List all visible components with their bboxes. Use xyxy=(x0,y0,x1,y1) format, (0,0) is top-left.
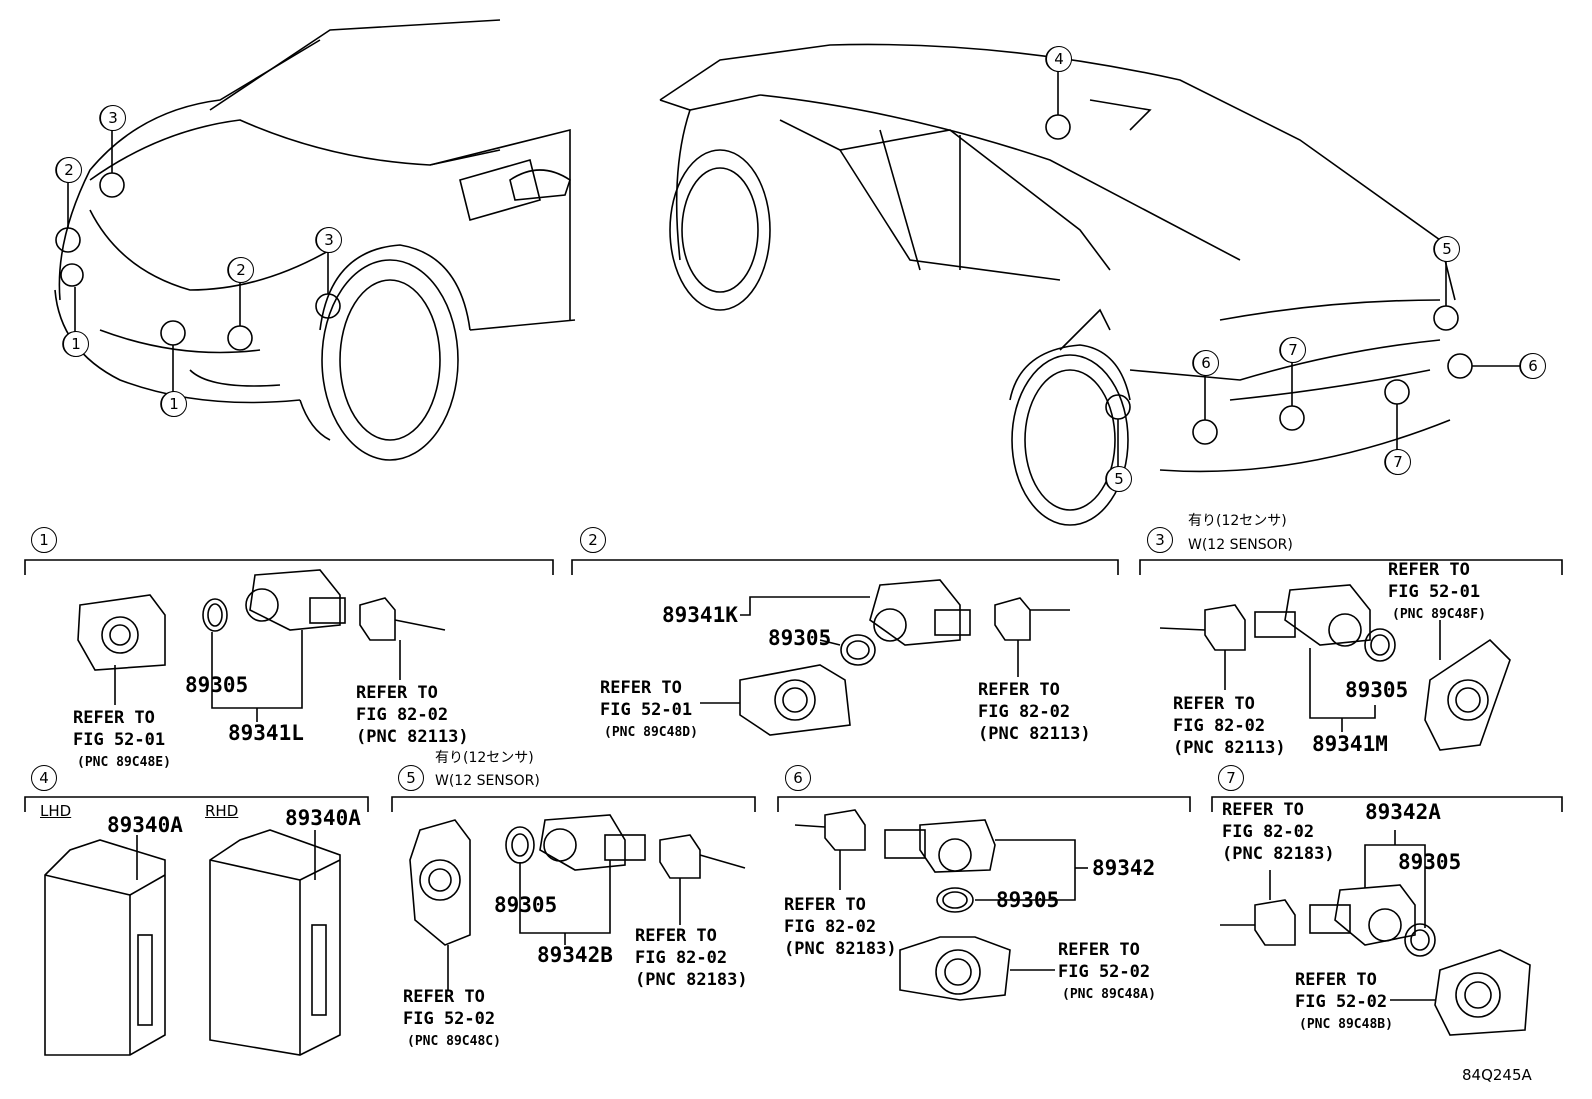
s2-part-89305: 89305 xyxy=(768,626,832,650)
s5-ref-a-1: REFER TO xyxy=(403,987,485,1007)
front-car-drawing xyxy=(54,19,576,461)
s5-ref-a-2: FIG 52-02 xyxy=(403,1009,496,1029)
s5-ref-b-2: FIG 82-02 xyxy=(635,948,728,968)
s7-part-89342a: 89342A xyxy=(1365,800,1441,824)
section-6-number: 6 xyxy=(785,765,811,791)
s4-part-lhd: 89340A xyxy=(107,813,183,837)
s5-parts xyxy=(409,814,746,990)
s6-part-89342: 89342 xyxy=(1092,856,1156,880)
s2-ref-a-2: FIG 52-01 xyxy=(600,700,693,720)
section-brackets xyxy=(24,559,1563,812)
section-7-number: 7 xyxy=(1218,765,1244,791)
section-4-number: 4 xyxy=(31,765,57,791)
s2-part-89341k: 89341K xyxy=(662,603,738,627)
section-5-number: 5 xyxy=(398,765,424,791)
s4-lhd-label: LHD xyxy=(40,802,72,820)
s7-ref-a-1: REFER TO xyxy=(1222,800,1304,820)
s3-part-89305: 89305 xyxy=(1345,678,1409,702)
s4-ecus xyxy=(44,829,341,1056)
s2-ref-a-3: (PNC 89C48D) xyxy=(604,725,698,740)
s5-ref-b-3: (PNC 82183) xyxy=(635,970,748,990)
s3-parts xyxy=(1159,584,1511,751)
s5-note-jp: 有り(12センサ) xyxy=(435,750,534,766)
callout-6a: 6 xyxy=(1193,350,1219,376)
s7-part-89305: 89305 xyxy=(1398,850,1462,874)
s1-ref-a-2: FIG 52-01 xyxy=(73,730,166,750)
s5-part-89342b: 89342B xyxy=(537,943,613,967)
s6-ref-a-2: FIG 82-02 xyxy=(784,917,877,937)
callout-1a: 1 xyxy=(63,331,89,357)
s6-ref-b-2: FIG 52-02 xyxy=(1058,962,1151,982)
s7-ref-a-2: FIG 82-02 xyxy=(1222,822,1315,842)
s3-ref-a-2: FIG 52-01 xyxy=(1388,582,1481,602)
s5-part-89305: 89305 xyxy=(494,893,558,917)
s5-note-en: W(12 SENSOR) xyxy=(435,773,540,789)
s7-ref-b-1: REFER TO xyxy=(1295,970,1377,990)
s7-ref-b-2: FIG 52-02 xyxy=(1295,992,1388,1012)
callout-2a: 2 xyxy=(56,157,82,183)
s7-ref-b-3: (PNC 89C48B) xyxy=(1299,1017,1393,1032)
s1-ref-a-1: REFER TO xyxy=(73,708,155,728)
callout-5a: 5 xyxy=(1434,236,1460,262)
s2-ref-b-2: FIG 82-02 xyxy=(978,702,1071,722)
s6-ref-a-3: (PNC 82183) xyxy=(784,939,897,959)
section-2-number: 2 xyxy=(580,527,606,553)
s3-ref-a-1: REFER TO xyxy=(1388,560,1470,580)
s1-ref-b-3: (PNC 82113) xyxy=(356,727,469,747)
s2-parts xyxy=(700,579,1070,736)
s4-part-rhd: 89340A xyxy=(285,806,361,830)
s1-ref-a-3: (PNC 89C48E) xyxy=(77,755,171,770)
s5-ref-a-3: (PNC 89C48C) xyxy=(407,1034,501,1049)
s6-ref-b-3: (PNC 89C48A) xyxy=(1062,987,1156,1002)
callout-3a: 3 xyxy=(100,105,126,131)
s1-part-89305: 89305 xyxy=(185,673,249,697)
s1-ref-b-1: REFER TO xyxy=(356,683,438,703)
rear-car-drawing xyxy=(659,43,1545,526)
s5-ref-b-1: REFER TO xyxy=(635,926,717,946)
s2-ref-b-1: REFER TO xyxy=(978,680,1060,700)
s2-ref-a-1: REFER TO xyxy=(600,678,682,698)
s3-part-89341m: 89341M xyxy=(1312,732,1388,756)
callout-1b: 1 xyxy=(161,391,187,417)
callout-4: 4 xyxy=(1046,46,1072,72)
s3-ref-b-1: REFER TO xyxy=(1173,694,1255,714)
section-1-number: 1 xyxy=(31,527,57,553)
s3-note-jp: 有り(12センサ) xyxy=(1188,513,1287,529)
s6-part-89305: 89305 xyxy=(996,888,1060,912)
s1-ref-b-2: FIG 82-02 xyxy=(356,705,449,725)
s7-parts xyxy=(1220,830,1531,1036)
callout-7a: 7 xyxy=(1280,337,1306,363)
s1-parts xyxy=(77,569,446,722)
s6-parts xyxy=(794,809,1088,1001)
s4-rhd-label: RHD xyxy=(205,802,239,820)
figure-code: 84Q245A xyxy=(1462,1066,1532,1084)
callout-6b: 6 xyxy=(1520,353,1546,379)
callout-3b: 3 xyxy=(316,227,342,253)
s3-note-en: W(12 SENSOR) xyxy=(1188,537,1293,553)
s3-ref-a-3: (PNC 89C48F) xyxy=(1392,607,1486,622)
callout-2b: 2 xyxy=(228,257,254,283)
s1-part-89341l: 89341L xyxy=(228,721,304,745)
s3-ref-b-3: (PNC 82113) xyxy=(1173,738,1286,758)
section-3-number: 3 xyxy=(1147,527,1173,553)
s6-ref-a-1: REFER TO xyxy=(784,895,866,915)
s3-ref-b-2: FIG 82-02 xyxy=(1173,716,1266,736)
callout-5b: 5 xyxy=(1106,466,1132,492)
s7-ref-a-3: (PNC 82183) xyxy=(1222,844,1335,864)
s2-ref-b-3: (PNC 82113) xyxy=(978,724,1091,744)
s6-ref-b-1: REFER TO xyxy=(1058,940,1140,960)
callout-7b: 7 xyxy=(1385,449,1411,475)
